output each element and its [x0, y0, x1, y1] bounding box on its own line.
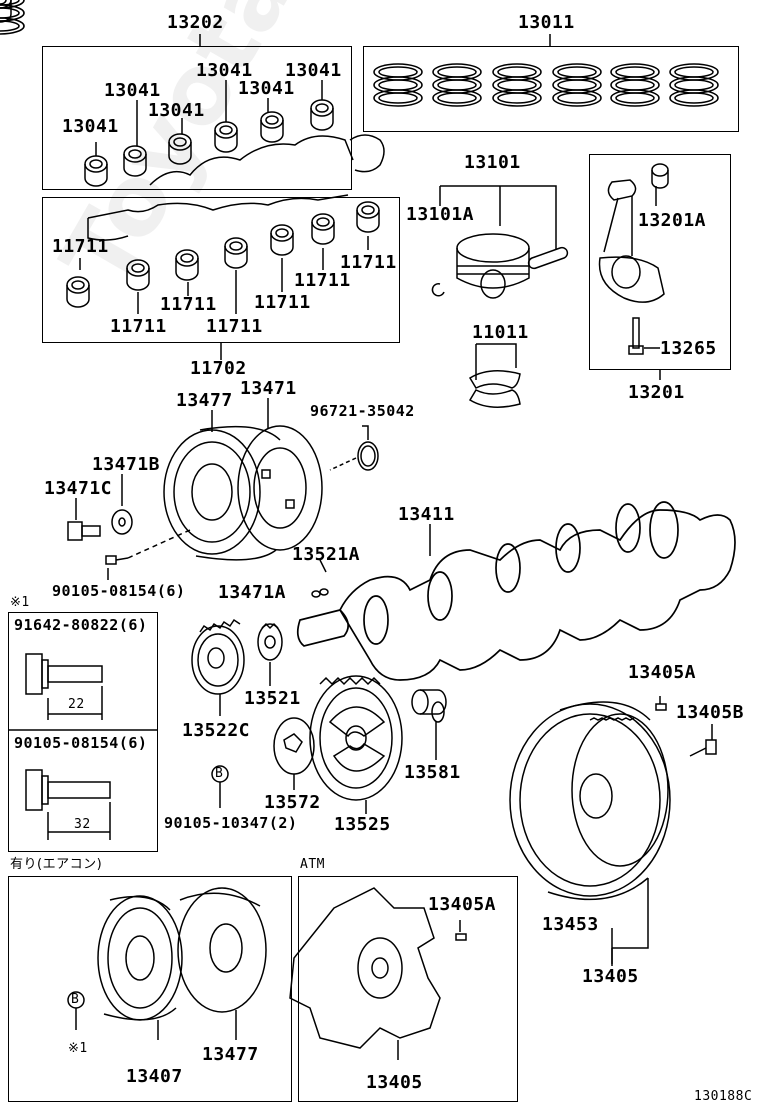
diagram-code: 130188C: [694, 1089, 753, 1104]
pulley-washer: [111, 509, 133, 535]
label-13041-5: 13041: [148, 100, 205, 121]
label-13201a: 13201A: [638, 210, 707, 231]
ac-pulley-13477: [177, 887, 267, 1013]
label-13101a: 13101A: [406, 204, 475, 225]
label-13477: 13477: [176, 390, 233, 411]
label-13041-3: 13041: [104, 80, 161, 101]
label-13405-atm: 13405: [366, 1072, 423, 1093]
woodruff-key: [311, 588, 329, 598]
piston: [456, 233, 530, 299]
frame-bearings-upper: [42, 46, 352, 190]
ac-note: 有り(エアコン): [10, 857, 103, 872]
dimension-22: 22: [68, 697, 85, 712]
small-bolt: [105, 555, 129, 565]
bolt-13405b: [689, 739, 717, 757]
gear-13521: [257, 622, 283, 661]
label-13471c: 13471C: [44, 478, 113, 499]
atm-drive-plate: [289, 887, 441, 1049]
label-11711-5: 11711: [254, 292, 311, 313]
label-11711-7: 11711: [206, 316, 263, 337]
label-13477-ac: 13477: [202, 1044, 259, 1065]
note-mark-2: ※1: [68, 1041, 88, 1056]
label-13471a: 13471A: [218, 582, 287, 603]
dimension-32: 32: [74, 817, 91, 832]
circle-b-label: B: [215, 766, 224, 781]
label-91642-80822: 91642-80822(6): [14, 616, 148, 634]
atm-note: ATM: [300, 857, 325, 872]
label-13041-4: 13041: [238, 78, 295, 99]
frame-atm-plate: [298, 876, 518, 1102]
note-mark-1: ※1: [10, 595, 30, 610]
ac-pulley-13407: [97, 895, 183, 1021]
label-13471: 13471: [240, 378, 297, 399]
label-13521: 13521: [244, 688, 301, 709]
label-90105-08154-note: 90105-08154(6): [14, 734, 148, 752]
snap-ring: [431, 283, 445, 297]
rod-bolt: [628, 317, 644, 355]
label-13011: 13011: [518, 12, 575, 33]
timing-gear-13525: [309, 675, 403, 801]
label-13522c: 13522C: [182, 720, 251, 741]
frame-bearings-lower: [42, 197, 400, 343]
label-13525: 13525: [334, 814, 391, 835]
label-11702: 11702: [190, 358, 247, 379]
label-13581: 13581: [404, 762, 461, 783]
piston-ring-set: [0, 0, 25, 35]
label-11011: 11011: [472, 322, 529, 343]
label-90105-08154-main: 90105-08154(6): [52, 582, 186, 600]
bolt-90105-drawing: [25, 769, 111, 840]
label-13041-1: 13041: [196, 60, 253, 81]
flywheel-13453: [509, 701, 671, 901]
label-13405a-atm: 13405A: [428, 894, 497, 915]
label-13411: 13411: [398, 504, 455, 525]
crank-pulley: [163, 425, 323, 561]
pin-13405a: [655, 703, 667, 711]
label-13041-6: 13041: [62, 116, 119, 137]
label-11711-3: 11711: [294, 270, 351, 291]
label-13407: 13407: [126, 1066, 183, 1087]
label-13521a: 13521A: [292, 544, 361, 565]
frame-piston-rings: [363, 46, 739, 132]
label-11711-6: 11711: [110, 316, 167, 337]
frame-connecting-rod: [589, 154, 731, 370]
label-96721-35042: 96721-35042: [310, 402, 415, 420]
crankshaft: [296, 501, 736, 681]
label-13572: 13572: [264, 792, 321, 813]
label-13101: 13101: [464, 152, 521, 173]
label-13202: 13202: [167, 12, 224, 33]
label-13453: 13453: [542, 914, 599, 935]
timing-gear-13522c: [191, 618, 245, 695]
label-13405b: 13405B: [676, 702, 745, 723]
label-13041-2: 13041: [285, 60, 342, 81]
label-13405a: 13405A: [628, 662, 697, 683]
pulley-bolt: [67, 521, 101, 541]
pin-13405a-atm: [455, 933, 467, 941]
label-11711-1: 11711: [52, 236, 109, 257]
label-13405: 13405: [582, 966, 639, 987]
rod-bushing: [651, 163, 669, 189]
upper-bearings: [0, 0, 12, 23]
label-11711-4: 11711: [160, 294, 217, 315]
o-ring: [357, 441, 379, 471]
label-13471b: 13471B: [92, 454, 161, 475]
idler-shaft-13581: [411, 689, 447, 723]
circle-b-label-2: B: [71, 992, 80, 1007]
label-90105-10347: 90105-10347(2): [164, 814, 298, 832]
plate-13572: [273, 717, 315, 775]
label-11711-2: 11711: [340, 252, 397, 273]
label-13201: 13201: [628, 382, 685, 403]
label-13265: 13265: [660, 338, 717, 359]
bolt-91642-drawing: [25, 653, 103, 720]
piston-pin: [527, 246, 569, 270]
frame-bolt-notes: [8, 612, 158, 852]
connecting-rod: [598, 179, 665, 303]
